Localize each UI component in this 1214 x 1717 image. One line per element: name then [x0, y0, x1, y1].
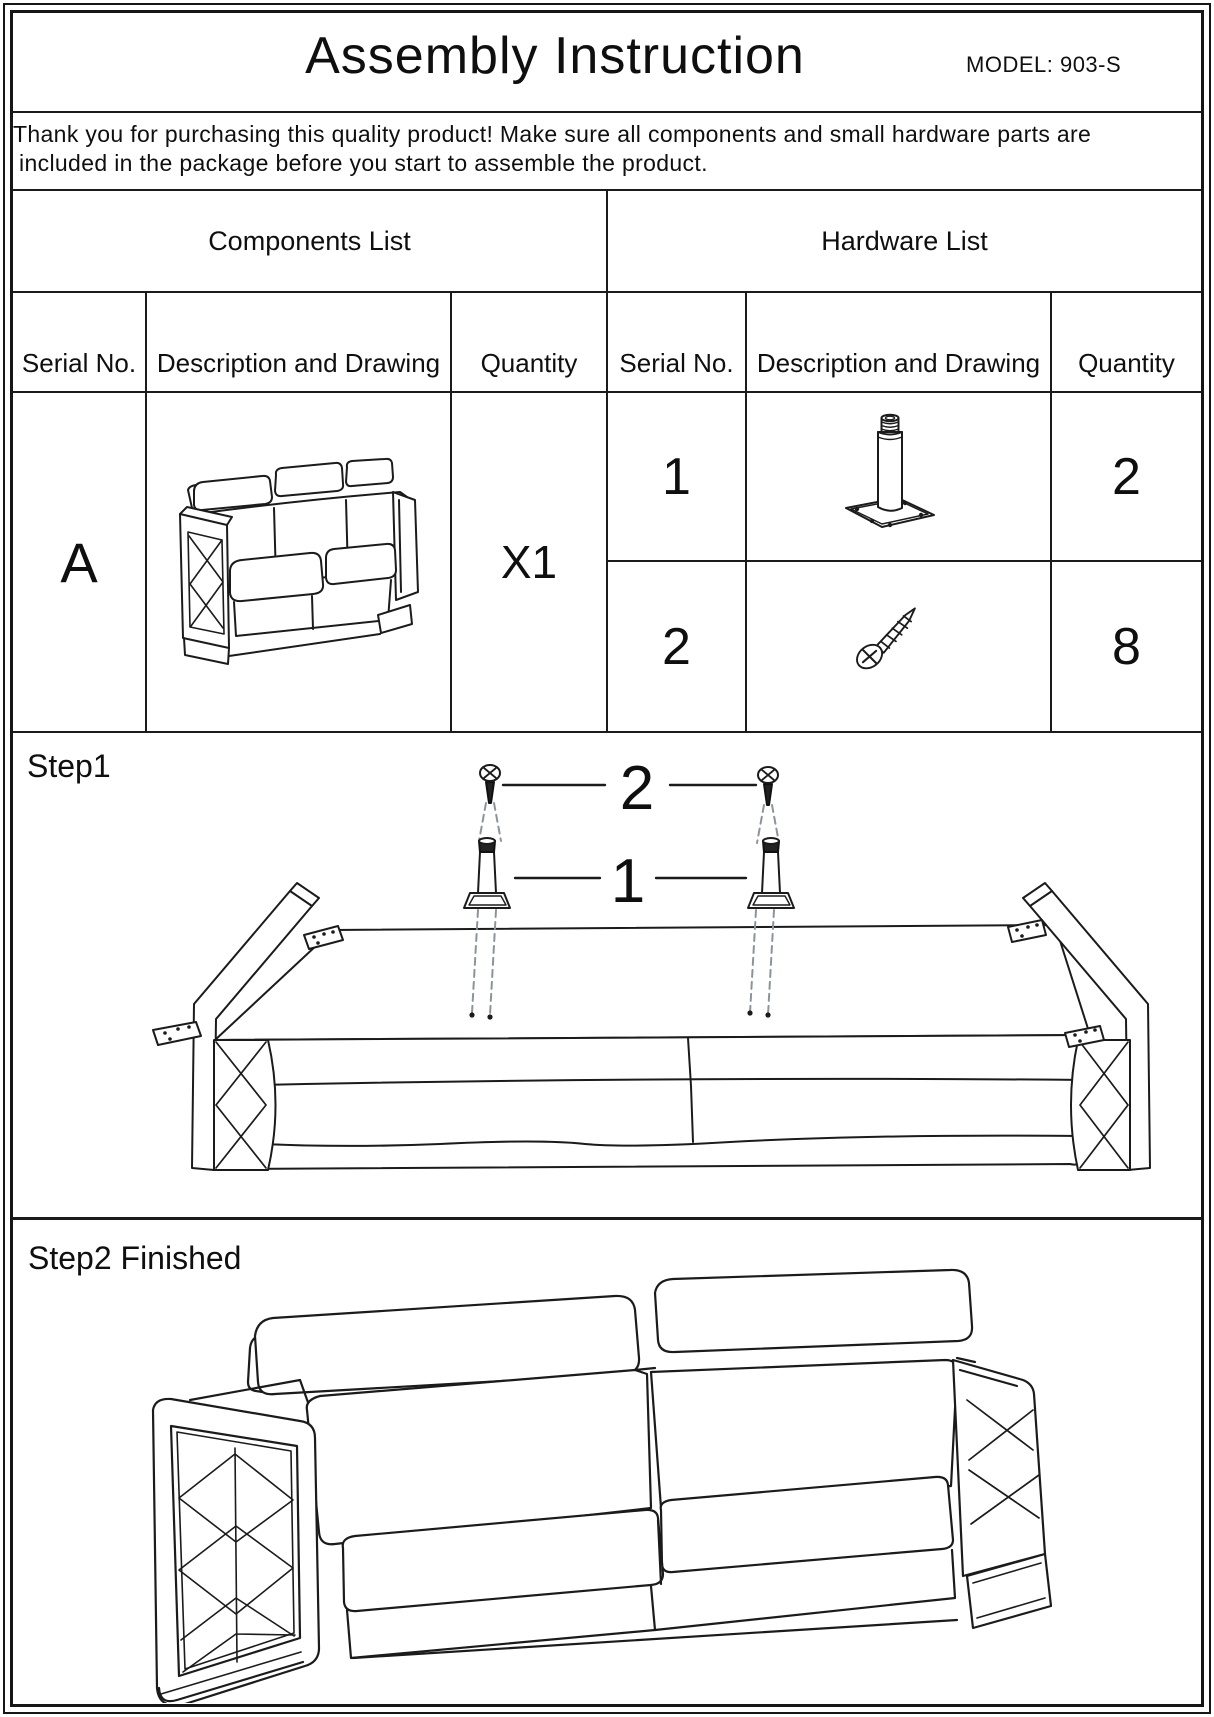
title-divider-line	[13, 111, 1201, 113]
step1-callout-screw-number: 2	[620, 754, 654, 823]
leg-drawing	[845, 413, 935, 528]
hardware-serial-col-line	[745, 291, 747, 733]
components-serial-col-line	[145, 291, 147, 733]
hardware-row1-serial: 1	[662, 447, 691, 506]
hardware-row-divider-line	[606, 560, 1201, 562]
step1-screw-right	[757, 766, 779, 806]
step1-leg-right	[747, 837, 795, 909]
intro-text-line-1: Thank you for purchasing this quality pr…	[13, 121, 1092, 147]
screw-drawing	[856, 607, 916, 670]
step1-label: Step1	[27, 748, 111, 784]
hardware-row2-serial: 2	[662, 618, 691, 676]
hardware-list-header: Hardware List	[821, 225, 988, 256]
hardware-row1-quantity: 2	[1112, 447, 1141, 506]
dashed-guides	[471, 802, 780, 1016]
step1-callout-leg-number: 1	[611, 847, 645, 916]
step1-screw-left	[479, 764, 501, 804]
components-row-serial: A	[60, 530, 98, 594]
hardware-row2-quantity: 8	[1112, 618, 1141, 676]
step1-leg-left	[463, 837, 511, 909]
step1-diagram: 2 1	[152, 754, 1151, 1171]
model-number: MODEL: 903-S	[966, 52, 1122, 77]
hardware-column-description: Description and Drawing	[756, 348, 1041, 378]
intro-text-line-2: included in the package before you start…	[19, 150, 708, 176]
components-column-quantity: Quantity	[480, 348, 578, 378]
components-column-description: Description and Drawing	[156, 348, 441, 378]
page-title: Assembly Instruction	[305, 27, 805, 85]
step2-sofa-drawing	[151, 1268, 1053, 1703]
components-column-serial: Serial No.	[21, 348, 137, 378]
components-row-quantity: X1	[500, 536, 558, 588]
components-list-header: Components List	[208, 225, 411, 256]
components-qty-col-line	[450, 291, 452, 733]
list-divider-col-line	[606, 189, 608, 733]
sofa-drawing	[179, 457, 419, 665]
hardware-column-serial: Serial No.	[619, 348, 734, 378]
hardware-qty-col-line	[1050, 291, 1052, 733]
step2-label: Step2 Finished	[28, 1240, 242, 1276]
hardware-column-quantity: Quantity	[1078, 348, 1175, 378]
step-divider-line	[13, 1217, 1201, 1220]
